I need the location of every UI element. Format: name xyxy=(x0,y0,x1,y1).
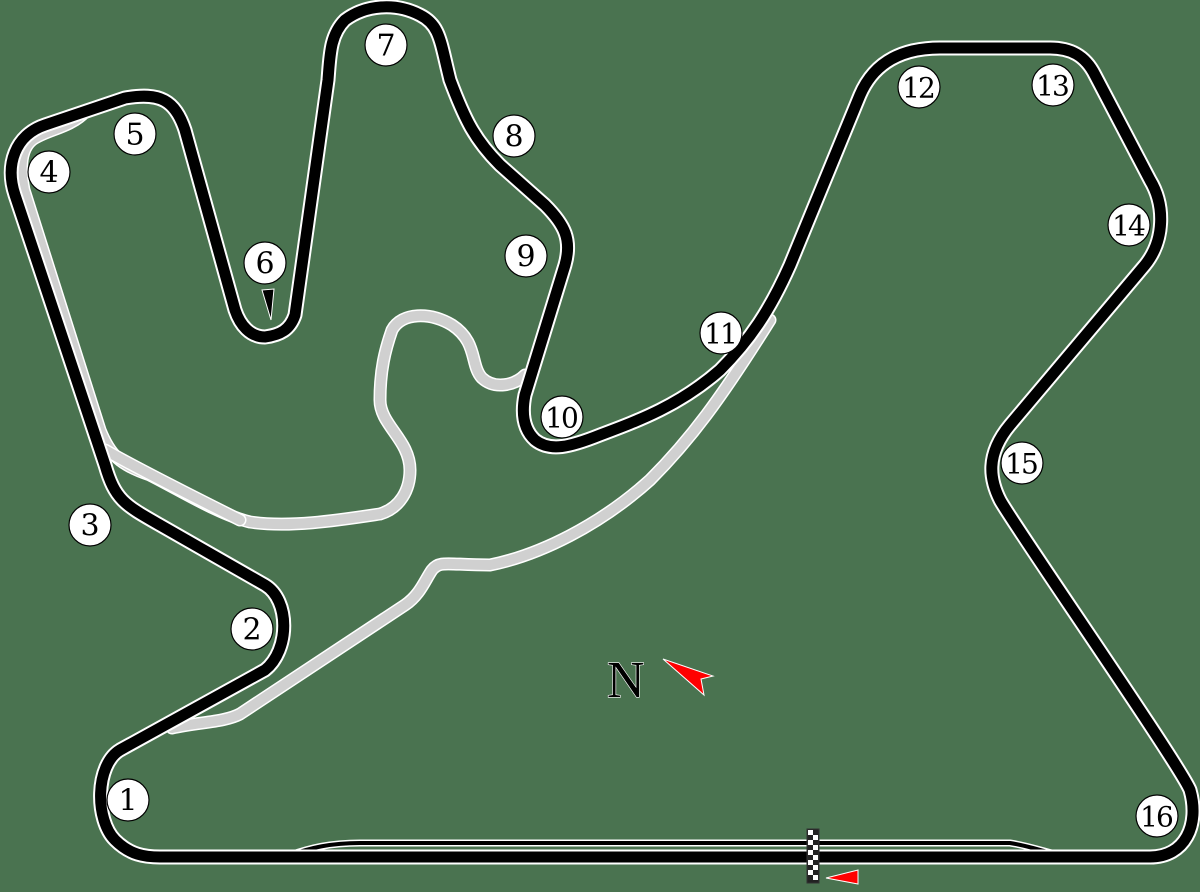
turn-marker-2: 2 xyxy=(230,607,274,651)
turn-marker-7: 7 xyxy=(364,23,408,67)
turn-marker-1: 1 xyxy=(106,778,150,822)
turn-number: 4 xyxy=(39,156,58,191)
turn-markers: 1 2 3 4 5 6 7 8 9 10 11 12 13 14 15 16 xyxy=(27,23,1179,838)
turn-number: 13 xyxy=(1036,70,1068,103)
turn-number: 12 xyxy=(902,72,934,105)
turn-marker-13: 13 xyxy=(1031,63,1075,107)
turn-marker-15: 15 xyxy=(1000,441,1044,485)
turn-number: 16 xyxy=(1140,801,1173,834)
turn-number: 11 xyxy=(704,318,736,351)
turn-number: 3 xyxy=(80,509,99,544)
turn-number: 10 xyxy=(545,402,577,435)
turn-number: 6 xyxy=(255,247,274,282)
turn-marker-12: 12 xyxy=(897,65,941,109)
turn-marker-6: 6 xyxy=(243,241,287,285)
turn-marker-4: 4 xyxy=(27,150,71,194)
turn-number: 15 xyxy=(1005,448,1037,481)
turn-marker-11: 11 xyxy=(699,311,743,355)
turn-marker-5: 5 xyxy=(113,112,157,156)
turn-marker-3: 3 xyxy=(68,503,112,547)
turn-marker-8: 8 xyxy=(492,114,536,158)
alternate-layout xyxy=(15,105,777,735)
direction-arrow-icon xyxy=(825,869,859,885)
turn-number: 1 xyxy=(118,784,137,819)
turn-6-marker-icon xyxy=(261,288,275,321)
turn-number: 8 xyxy=(504,120,523,155)
start-finish-line xyxy=(806,828,820,884)
turn-marker-10: 10 xyxy=(540,395,584,439)
turn-marker-16: 16 xyxy=(1135,794,1179,838)
turn-number: 7 xyxy=(376,29,395,64)
turn-marker-14: 14 xyxy=(1107,203,1151,247)
turn-number: 2 xyxy=(242,613,261,648)
turn-number: 9 xyxy=(516,240,535,275)
turn-number: 14 xyxy=(1112,210,1145,243)
main-circuit xyxy=(3,0,1200,865)
turn-number: 5 xyxy=(125,118,144,153)
turn-marker-9: 9 xyxy=(504,234,548,278)
north-arrow-icon xyxy=(662,658,715,697)
north-label: N xyxy=(607,652,645,709)
compass: N xyxy=(606,651,715,710)
